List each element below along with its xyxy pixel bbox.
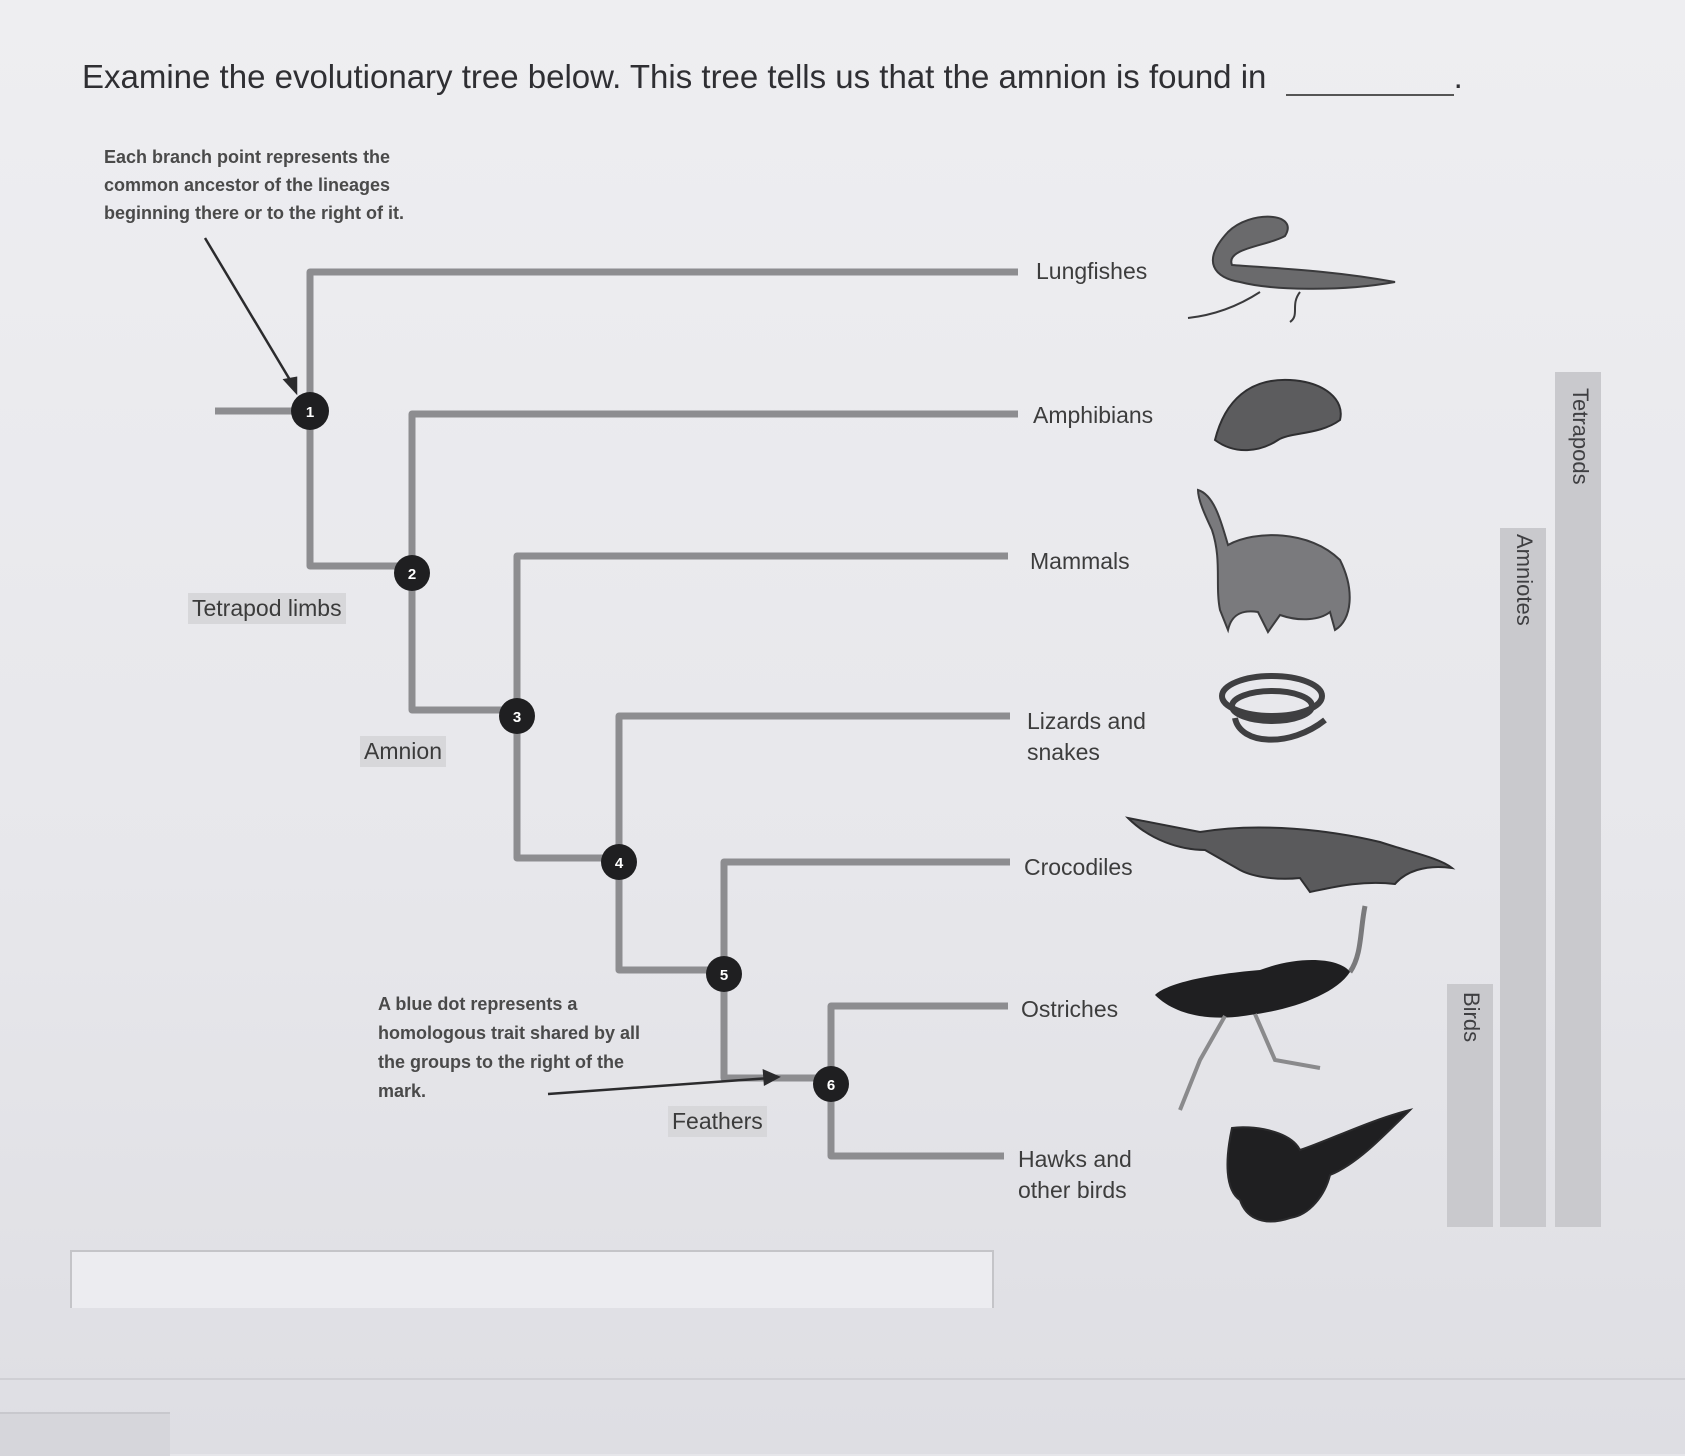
node-2: 2	[394, 555, 430, 591]
question-text: Examine the evolutionary tree below. Thi…	[82, 58, 1642, 96]
taxon-hawks-and-other-birds: Hawks and other birds	[1018, 1146, 1132, 1203]
blue-dot-note: A blue dot represents a homologous trait…	[378, 994, 641, 1101]
frog-illustration-icon	[1213, 378, 1342, 452]
taxon-mammals: Mammals	[1030, 548, 1130, 574]
node-2-label: 2	[408, 566, 416, 583]
branch-mammals	[513, 552, 1008, 710]
branch-point-note: Each branch point represents the common …	[104, 147, 404, 223]
node-5: 5	[706, 956, 742, 992]
ostrich-illustration-icon	[1155, 905, 1368, 1111]
node-5-label: 5	[720, 967, 728, 984]
crocodile-illustration-icon	[1124, 816, 1456, 894]
taxon-lungfishes: Lungfishes	[1036, 258, 1148, 284]
dot-note-arrowhead	[762, 1069, 781, 1087]
trait-feathers: Feathers	[668, 1106, 767, 1137]
branch-node3-node4	[513, 710, 617, 862]
branch-node2-node3	[408, 566, 514, 714]
branch-amphibians	[408, 410, 1018, 566]
branch-lungfishes	[306, 268, 1018, 411]
node-4: 4	[601, 844, 637, 880]
birds-label: Birds	[1459, 992, 1484, 1043]
dot-note-arrow	[547, 1076, 771, 1096]
tetrapods-bar	[1555, 372, 1601, 1227]
taxon-amphibians: Amphibians	[1033, 402, 1154, 428]
node-3-label: 3	[513, 709, 521, 726]
branch-lizards	[615, 712, 1010, 858]
node-1-label: 1	[306, 404, 314, 421]
taxon-lizards-and-snakes: Lizards and snakes	[1027, 708, 1146, 765]
amniotes-label: Amniotes	[1512, 534, 1537, 626]
branch-node4-node5	[615, 858, 722, 974]
amniotes-bar	[1500, 528, 1546, 1227]
node-3: 3	[499, 698, 535, 734]
branch-ostriches	[827, 1002, 1008, 1078]
trait-amnion: Amnion	[360, 736, 446, 767]
branch-crocodiles	[720, 858, 1010, 970]
branch-node5-node6	[720, 970, 828, 1082]
taxon-ostriches: Ostriches	[1021, 996, 1119, 1022]
question-prompt: Examine the evolutionary tree below. Thi…	[82, 58, 1267, 95]
node-4-label: 4	[615, 855, 624, 872]
footer-divider	[0, 1378, 1685, 1380]
taxon-crocodiles: Crocodiles	[1024, 854, 1133, 880]
node-1: 1	[291, 392, 329, 430]
snake-illustration-icon	[1219, 673, 1327, 743]
birds-bar	[1447, 984, 1493, 1227]
answer-input[interactable]	[70, 1250, 994, 1308]
branch-hawks	[827, 1078, 1004, 1160]
tetrapods-label: Tetrapods	[1568, 388, 1593, 485]
hawk-illustration-icon	[1226, 1108, 1414, 1223]
node-6: 6	[813, 1066, 849, 1102]
trait-tetrapod-limbs: Tetrapod limbs	[188, 593, 346, 624]
footer-tab[interactable]	[0, 1412, 170, 1456]
branch-node1-node2	[306, 411, 409, 570]
branch-note-arrow	[203, 237, 298, 391]
lungfish-illustration-icon	[1187, 215, 1396, 323]
branch-note-arrowhead	[282, 376, 298, 396]
wolf-illustration-icon	[1196, 488, 1351, 634]
answer-blank	[1285, 68, 1454, 96]
question-end-mark: .	[1453, 58, 1463, 95]
node-6-label: 6	[827, 1077, 835, 1094]
